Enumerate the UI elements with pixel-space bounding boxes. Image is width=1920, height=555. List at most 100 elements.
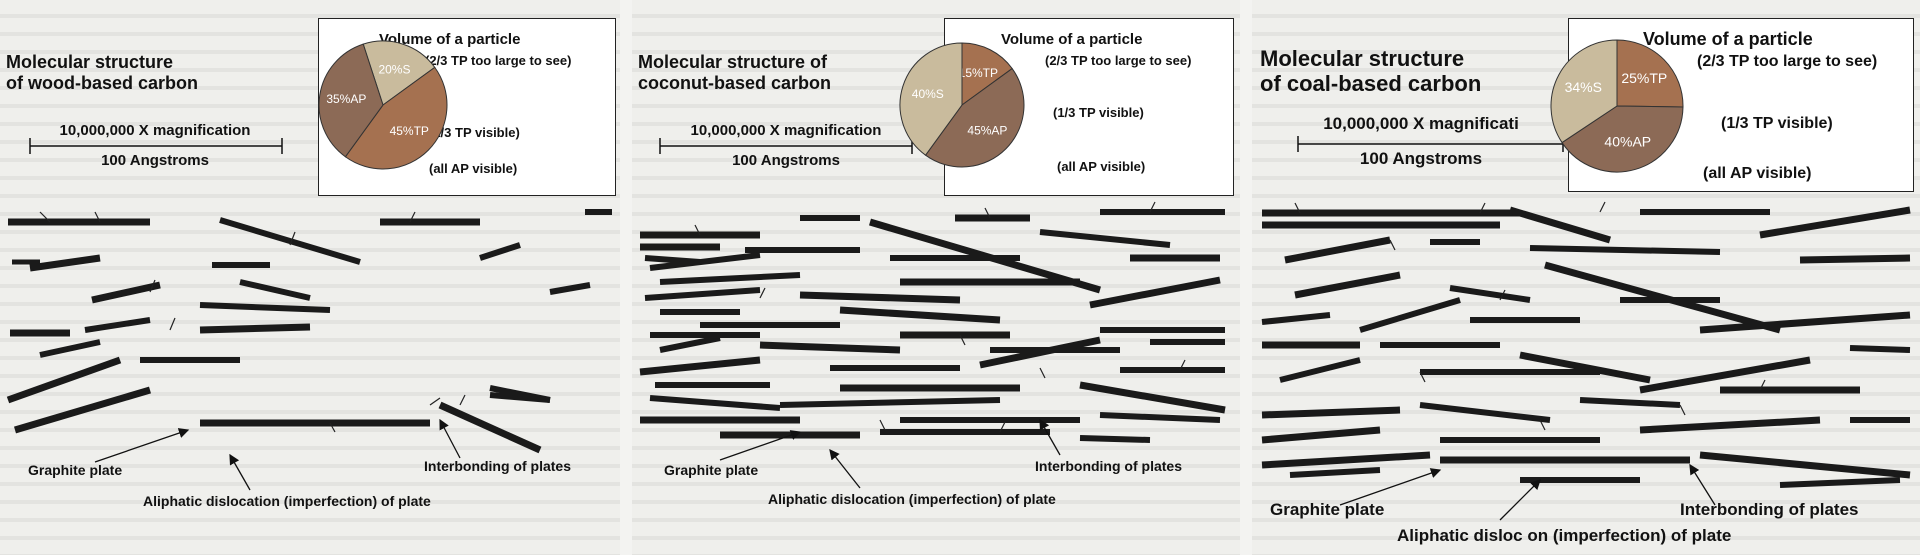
panel-coal: Molecular structure of coal-based carbon…	[1252, 0, 1920, 555]
pie-slice-label: 45%AP	[967, 123, 1007, 137]
graphite-plate	[1529, 245, 1721, 255]
legend-tp-hidden: (2/3 TP too large to see)	[425, 53, 572, 68]
graphite-plate	[1284, 236, 1391, 264]
interbond-link	[1499, 289, 1506, 301]
pie-slice-label: 45%TP	[390, 124, 429, 138]
title-line-1: Molecular structure	[1260, 46, 1465, 71]
graphite-plate	[659, 272, 801, 285]
graphite-plate	[1261, 451, 1431, 469]
label-arrow	[439, 418, 461, 459]
pie-slice	[318, 43, 384, 158]
graphite-plate	[659, 335, 721, 353]
pie-slice	[924, 67, 1025, 168]
graphite-plate-label: Graphite plate	[664, 462, 759, 478]
interbonding-label: Interbonding of plates	[1680, 500, 1859, 519]
legend-tp-visible: (1/3 TP visible)	[1721, 115, 1833, 132]
interbond-link	[289, 231, 296, 246]
label-arrow	[1339, 468, 1442, 506]
pie-slice	[1550, 39, 1618, 144]
interbonding-label: Interbonding of plates	[1035, 458, 1182, 474]
magnification-label: 10,000,000 X magnification	[690, 122, 882, 139]
interbond-link	[1759, 379, 1766, 391]
panel-title: Molecular structure of coconut-based car…	[638, 52, 831, 93]
legend-tp-visible: (1/3 TP visible)	[429, 125, 520, 140]
interbonding-label: Interbonding of plates	[424, 458, 571, 474]
graphite-plate	[649, 395, 781, 411]
graphite-plate	[979, 336, 1101, 369]
pie-slice	[899, 42, 963, 156]
interbond-link	[409, 211, 416, 223]
title-line-2: of coal-based carbon	[1260, 71, 1482, 97]
graphite-plate	[1279, 357, 1361, 383]
label-arrow	[94, 428, 190, 463]
aliphatic-label: Aliphatic dislocation (imperfection) of …	[768, 491, 1056, 507]
graphite-plate	[799, 291, 961, 304]
pie-slice	[344, 66, 448, 170]
interbond-link	[429, 397, 441, 406]
graphite-plate	[1639, 356, 1811, 394]
interbond-link	[1149, 201, 1156, 213]
graphite-plate	[759, 341, 901, 354]
interbond-link	[1039, 367, 1046, 379]
label-arrow	[1039, 418, 1061, 456]
graphite-plate	[1699, 451, 1911, 479]
graphite-plate	[199, 323, 311, 334]
graphite-plate	[479, 242, 521, 261]
interbond-link	[759, 287, 766, 299]
legend-ap: (all AP visible)	[429, 161, 518, 176]
interbond-link	[984, 207, 991, 219]
interbond-link	[1419, 371, 1426, 383]
aliphatic-label: Aliphatic disloc on (imperfection) of pl…	[1397, 526, 1732, 545]
graphite-plate	[1699, 311, 1911, 334]
label-arrow	[719, 430, 802, 461]
graphite-plate-label: Graphite plate	[28, 462, 123, 478]
title-line-1: Molecular structure of	[638, 52, 828, 72]
pie-slice-label: 20%S	[378, 63, 410, 77]
interbond-link	[1389, 239, 1396, 251]
label-arrow	[229, 453, 251, 491]
graphite-plate	[779, 397, 1001, 408]
label-arrow	[1689, 463, 1716, 506]
pie-slice-label: 25%TP	[1621, 70, 1667, 86]
interbond-link	[149, 279, 156, 293]
graphite-plate	[1779, 477, 1901, 488]
graphite-plate	[549, 282, 591, 295]
interbond-link	[1599, 201, 1606, 213]
graphite-plate	[91, 281, 161, 304]
graphite-plate	[1039, 229, 1171, 248]
title-line-2: coconut-based carbon	[638, 72, 832, 93]
aliphatic-label: Aliphatic dislocation (imperfection) of …	[143, 493, 431, 509]
graphite-plate	[1261, 426, 1381, 444]
title-line-2: of wood-based carbon	[6, 72, 199, 93]
interbond-link	[879, 419, 886, 431]
graphite-plate	[39, 339, 101, 358]
graphite-plate	[1579, 397, 1681, 408]
graphite-plate-label: Graphite plate	[1270, 500, 1385, 519]
title-line-1: Molecular structure	[6, 52, 174, 72]
pie-slice	[961, 42, 1013, 106]
graphite-plate	[199, 302, 331, 313]
pie-slice	[1616, 39, 1684, 108]
label-arrow	[829, 448, 861, 489]
graphite-plate	[1261, 312, 1331, 325]
graphite-plate	[644, 287, 761, 301]
graphite-plate	[1294, 271, 1401, 299]
legend-ap: (all AP visible)	[1057, 159, 1146, 174]
pie-slice	[362, 40, 436, 106]
graphite-plate	[1261, 406, 1401, 419]
graphite-plate	[1799, 254, 1911, 264]
legend-ap: (all AP visible)	[1703, 165, 1812, 182]
graphite-plate	[1289, 467, 1381, 478]
panel-title: Molecular structure of wood-based carbon	[6, 52, 198, 93]
graphite-plate	[438, 401, 542, 454]
graphite-plate	[6, 356, 122, 404]
interbond-link	[1294, 202, 1301, 214]
legend-tp-hidden: (2/3 TP too large to see)	[1045, 53, 1192, 68]
panel-coconut: Molecular structure of coconut-based car…	[632, 0, 1240, 555]
scale-label: 100 Angstroms	[101, 152, 209, 169]
scale-label: 100 Angstroms	[732, 152, 840, 169]
magnification-label: 10,000,000 X magnification	[59, 122, 251, 139]
interbond-link	[1679, 404, 1686, 416]
